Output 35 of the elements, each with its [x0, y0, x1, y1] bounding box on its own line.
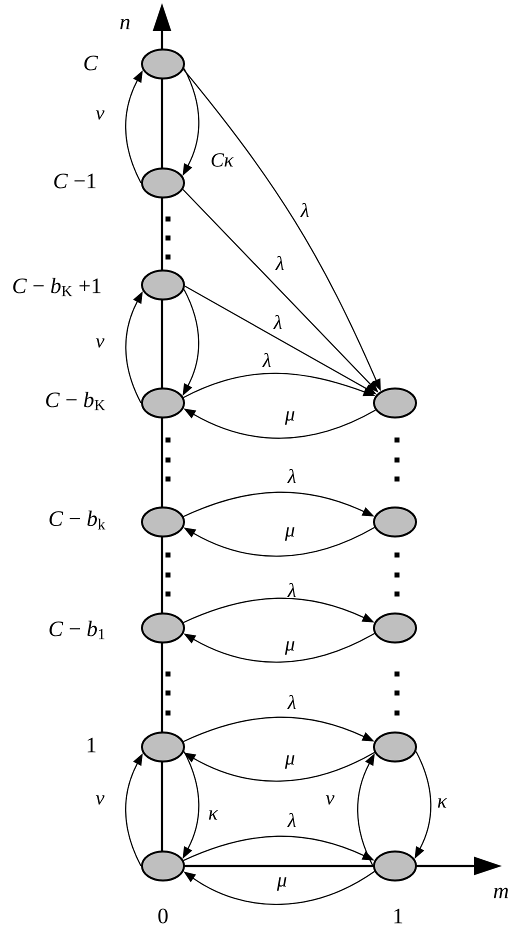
state-label: 1: [88, 738, 96, 752]
edge-label: λ: [286, 468, 298, 484]
edge-label: κ: [436, 797, 448, 809]
edge-label: ν: [324, 794, 336, 806]
axis-label: n: [120, 18, 130, 30]
edge-label: λ: [262, 352, 272, 368]
edge-label: μ: [284, 754, 296, 770]
edge-label: μ: [284, 410, 296, 426]
edge-label: μ: [276, 876, 288, 892]
state-label: 0: [158, 908, 168, 924]
edge-label: λ: [286, 694, 298, 710]
state-ellipse: [373, 388, 417, 418]
axis-label: m: [494, 888, 508, 898]
edge-label: μ: [284, 526, 296, 542]
state-label: 1: [394, 908, 402, 924]
edge-label: λ: [300, 202, 310, 218]
edge-label: Cκ: [210, 152, 234, 168]
state-label: C: [84, 56, 98, 70]
edge-label: λ: [272, 314, 284, 330]
state-ellipse: [373, 612, 417, 644]
state-label: C − b$_{K}$: [46, 392, 106, 410]
state-label: C − b$_{K}$ +1: [13, 278, 100, 296]
state-label: C −1: [54, 174, 96, 188]
edge-label: ν: [94, 337, 106, 349]
edge-label: λ: [286, 812, 298, 828]
state-label: C − b$_{k}$: [50, 510, 106, 530]
state-ellipse: [373, 732, 417, 762]
edge-label: λ: [286, 582, 298, 598]
edge-label: λ: [274, 254, 286, 272]
edge-label: κ: [207, 809, 219, 821]
state-ellipse: [373, 506, 417, 538]
edge-label: ν: [94, 794, 106, 806]
state-label: C − b$_{1}$: [50, 620, 104, 640]
edge-label: μ: [284, 640, 296, 656]
edge-label: ν: [94, 109, 106, 121]
